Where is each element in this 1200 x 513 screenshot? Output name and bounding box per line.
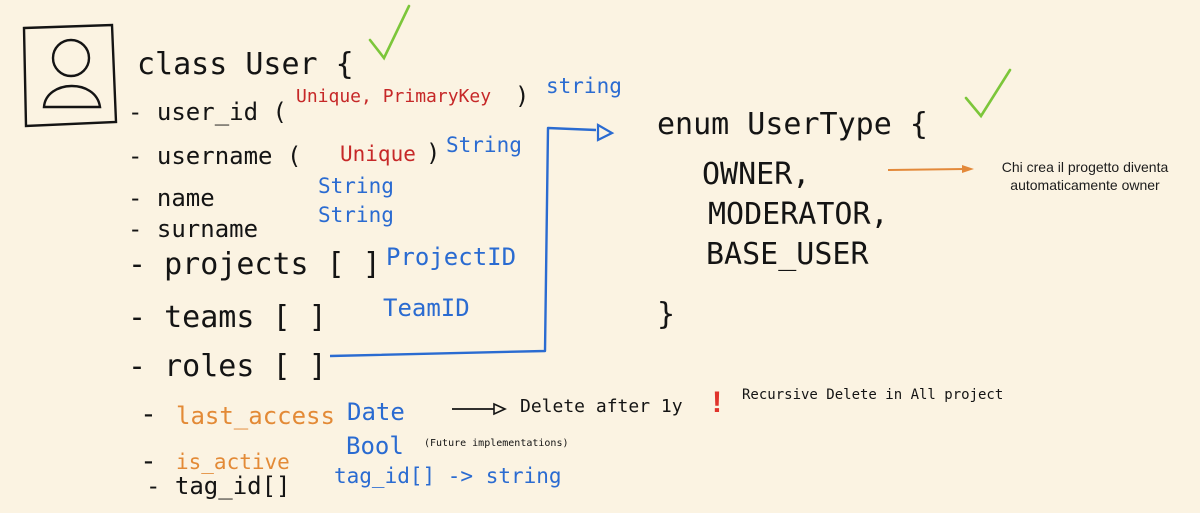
exclamation-icon: ! xyxy=(712,386,722,419)
field-user-id: - user_id ( xyxy=(128,98,287,126)
class-header: class User { xyxy=(137,47,354,82)
field-is-active: is_active xyxy=(176,450,290,474)
checkmark-icon xyxy=(368,4,411,61)
enum-header: enum UserType { xyxy=(657,107,928,142)
field-username: - username ( xyxy=(128,142,302,170)
field-projects-type: ProjectID xyxy=(386,243,517,271)
field-user-id-type: string xyxy=(546,74,622,98)
enum-value-owner: OWNER, xyxy=(702,157,811,192)
field-projects: - projects [ ] xyxy=(128,247,381,282)
enum-value-base-user: BASE_USER xyxy=(706,237,869,272)
field-roles: - roles [ ] xyxy=(128,349,327,384)
field-teams-type: TeamID xyxy=(383,294,470,322)
field-username-close: ) xyxy=(426,139,441,167)
field-username-constraint: Unique xyxy=(340,142,416,166)
field-surname-type: String xyxy=(318,203,394,227)
field-last-access: last_access xyxy=(176,402,335,430)
dash: - xyxy=(140,444,157,477)
enum-value-moderator: MODERATOR, xyxy=(708,197,889,232)
field-last-access-type: Date xyxy=(347,398,405,426)
roles-to-enum-arrowhead xyxy=(596,123,615,142)
field-name-type: String xyxy=(318,174,394,198)
field-user-id-constraint: Unique, PrimaryKey xyxy=(296,86,492,107)
field-tag-id-type: tag_id[] -> string xyxy=(334,464,562,488)
dash: - xyxy=(140,397,157,430)
user-avatar-icon xyxy=(22,23,118,128)
checkmark-icon xyxy=(964,68,1012,119)
field-teams: - teams [ ] xyxy=(128,300,327,335)
owner-note: Chi crea il progetto diventa automaticam… xyxy=(1001,159,1169,193)
owner-note-arrow xyxy=(887,168,966,171)
roles-to-enum-arrow xyxy=(329,126,597,358)
field-is-active-type: Bool xyxy=(346,432,404,460)
owner-note-arrowhead xyxy=(962,165,974,173)
enum-close: } xyxy=(657,297,676,332)
delete-note: Delete after 1y xyxy=(520,396,683,417)
field-user-id-close: ) xyxy=(515,82,530,110)
field-surname: - surname xyxy=(128,215,259,243)
recursive-delete-warning: Recursive Delete in All project xyxy=(742,387,1004,403)
future-implementations-note: (Future implementations) xyxy=(424,438,569,449)
field-username-type: String xyxy=(446,133,522,157)
field-tag-id: - tag_id[] xyxy=(146,472,291,500)
delete-arrowhead xyxy=(493,402,507,416)
field-name: - name xyxy=(128,184,215,212)
